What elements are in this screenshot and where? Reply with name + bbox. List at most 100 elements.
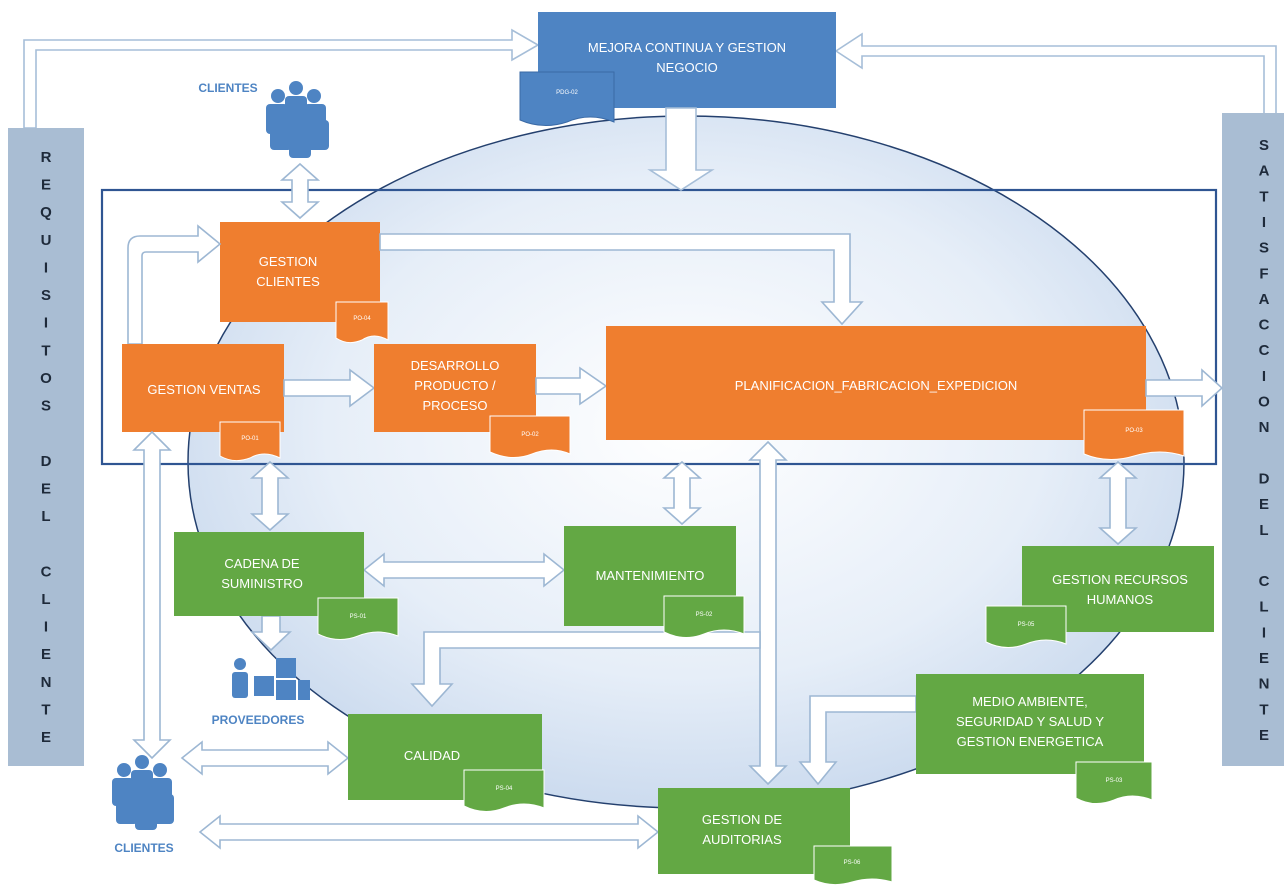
rrhh-doc-code: PS-05 — [1018, 622, 1035, 628]
desarrollo-line1: DESARROLLO — [411, 358, 500, 373]
mantenimiento-doc-code: PS-02 — [696, 612, 713, 618]
calidad-doc-code: PS-04 — [496, 786, 513, 792]
mantenimiento-doc-icon: PS-02 — [663, 595, 745, 638]
right-bar-letter: E — [1259, 727, 1269, 744]
ventas-to-desarrollo-arrow — [283, 368, 376, 408]
left-bar-letter: C — [41, 563, 52, 580]
right-bar-letter: A — [1259, 163, 1270, 180]
right-bar-letter: I — [1262, 368, 1266, 385]
planificacion-rrhh-double-arrow — [1097, 460, 1139, 546]
left-bar-letter: I — [44, 315, 48, 332]
left-bar-letter: R — [41, 149, 52, 166]
medio-ambiente-line2: SEGURIDAD Y SALUD Y — [956, 714, 1104, 729]
planificacion-auditorias-double-arrow — [748, 440, 788, 786]
gestion-ventas-box — [122, 344, 284, 432]
right-bar-letter: L — [1259, 522, 1268, 539]
left-requirements-bar — [8, 128, 84, 766]
cadena-doc-code: PS-01 — [350, 614, 367, 620]
right-bar-letter: C — [1259, 317, 1270, 334]
cadena-to-proveedores-arrow — [249, 615, 293, 652]
auditorias-doc-icon: PS-06 — [813, 845, 893, 886]
clientes-to-planificacion-arrow — [379, 233, 864, 326]
rrhh-doc-icon: PS-05 — [985, 605, 1067, 648]
clientes-auditorias-double-arrow — [198, 814, 660, 850]
right-bar-letter: E — [1259, 496, 1269, 513]
right-bar-letter: N — [1259, 419, 1270, 436]
right-bar-letter: I — [1262, 624, 1266, 641]
to-calidad-arrow — [410, 631, 761, 708]
left-bar-letter: E — [41, 177, 51, 194]
left-bar-letter: Q — [40, 204, 52, 221]
desarrollo-doc-icon: PO-02 — [489, 415, 571, 458]
right-bar-letter: C — [1259, 342, 1270, 359]
gestion-clientes-line2: CLIENTES — [256, 274, 320, 289]
right-bar-letter: T — [1259, 701, 1268, 718]
clientes-calidad-double-arrow — [180, 740, 350, 776]
top-to-frame-arrow — [647, 107, 715, 191]
left-bar-letter: N — [41, 674, 52, 691]
desarrollo-to-planificacion-arrow — [535, 366, 608, 406]
medio-ambiente-line1: MEDIO AMBIENTE, — [972, 694, 1088, 709]
left-bar-letter: S — [41, 398, 51, 415]
top-loop-left-arrow — [23, 28, 540, 129]
left-bar-letter: S — [41, 287, 51, 304]
mejora-continua-title-line2: NEGOCIO — [656, 60, 717, 75]
ventas-to-clientes-arrow — [127, 224, 222, 345]
auditorias-line2: AUDITORIAS — [702, 832, 782, 847]
planificacion-to-satisfaction-arrow — [1145, 368, 1224, 408]
desarrollo-line3: PROCESO — [422, 398, 487, 413]
right-bar-letter: D — [1259, 470, 1270, 487]
ventas-cadena-double-arrow — [249, 460, 291, 532]
left-bar-letter: E — [41, 646, 51, 663]
right-bar-letter: A — [1259, 291, 1270, 308]
left-bar-letter: D — [41, 453, 52, 470]
desarrollo-line2: PRODUCTO / — [414, 378, 496, 393]
right-bar-letter: L — [1259, 599, 1268, 616]
clientes-gestion-double-arrow — [279, 162, 321, 220]
left-bar-letter: E — [41, 729, 51, 746]
gestion-ventas-label: GESTION VENTAS — [147, 382, 260, 397]
right-bar-letter: S — [1259, 240, 1269, 257]
clientes-bottom-label: CLIENTES — [114, 841, 173, 855]
calidad-label: CALIDAD — [404, 748, 460, 763]
proveedores-supplier-icon — [232, 658, 310, 700]
left-bar-letter: I — [44, 619, 48, 636]
medio-ambiente-doc-icon: PS-03 — [1075, 761, 1153, 804]
operative-processes-frame — [100, 188, 1218, 466]
cadena-doc-icon: PS-01 — [317, 597, 399, 640]
right-bar-letter: F — [1259, 265, 1268, 282]
mejora-doc-code: PDG-02 — [556, 90, 578, 96]
mantenimiento-label: MANTENIMIENTO — [596, 568, 705, 583]
rrhh-line2: HUMANOS — [1087, 592, 1154, 607]
right-bar-letter: C — [1259, 573, 1270, 590]
desarrollo-doc-code: PO-02 — [521, 432, 539, 438]
left-bar-letter: E — [41, 480, 51, 497]
proveedores-label: PROVEEDORES — [212, 713, 305, 727]
calidad-doc-icon: PS-04 — [463, 769, 545, 812]
auditorias-line1: GESTION DE — [702, 812, 783, 827]
left-bar-letter: U — [41, 232, 52, 249]
planificacion-box — [606, 326, 1146, 440]
mejora-doc-icon: PDG-02 — [519, 71, 615, 126]
right-bar-letter: E — [1259, 650, 1269, 667]
top-loop-right-arrow — [834, 32, 1277, 129]
planificacion-label: PLANIFICACION_FABRICACION_EXPEDICION — [735, 378, 1017, 393]
medio-ambiente-to-auditorias-arrow — [798, 695, 917, 786]
right-bar-letter: I — [1262, 214, 1266, 231]
gestion-ventas-doc-code: PO-01 — [241, 436, 259, 442]
left-bar-letter: I — [44, 259, 48, 276]
auditorias-doc-code: PS-06 — [844, 860, 861, 866]
gestion-clientes-doc-icon: PO-04 — [335, 301, 389, 344]
planificacion-doc-code: PO-03 — [1125, 428, 1143, 434]
left-vertical-double-arrow — [132, 430, 172, 760]
clientes-top-people-icon — [266, 81, 329, 158]
cadena-line2: SUMINISTRO — [221, 576, 303, 591]
right-bar-letter: N — [1259, 676, 1270, 693]
clientes-bottom-people-icon — [112, 755, 174, 830]
planificacion-doc-icon: PO-03 — [1083, 409, 1185, 460]
gestion-clientes-line1: GESTION — [259, 254, 318, 269]
left-bar-letter: T — [41, 342, 50, 359]
